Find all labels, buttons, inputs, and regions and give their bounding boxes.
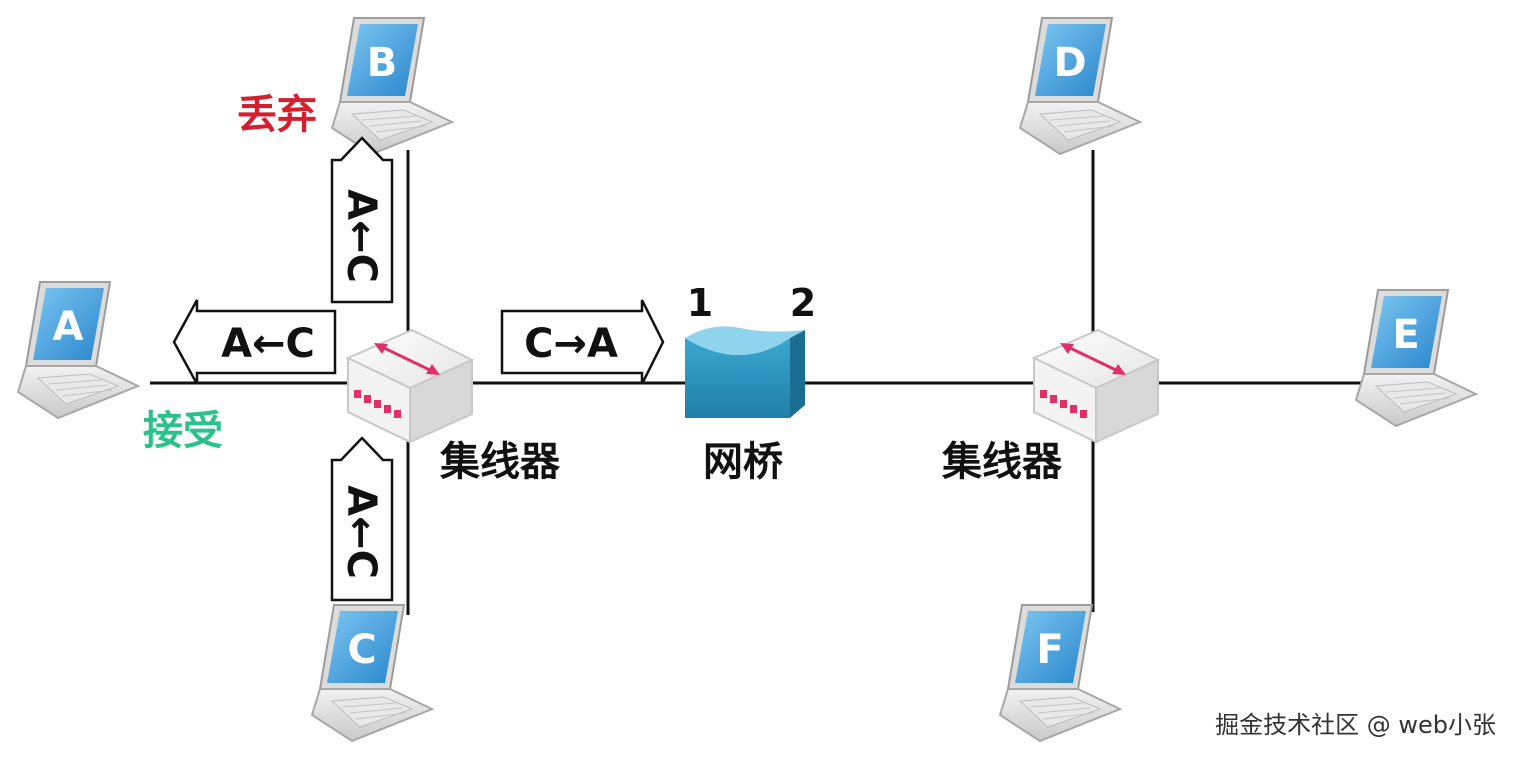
- frame-label-from-c: A←C: [338, 485, 384, 579]
- frame-arrow-from-c: A←C: [330, 436, 394, 602]
- bridge-icon: [685, 326, 805, 418]
- frame-label-to-a: A←C: [221, 321, 315, 367]
- host-label-b: B: [367, 40, 398, 86]
- frame-arrow-to-a: A←C: [172, 299, 337, 385]
- bridge-port-2: 2: [790, 281, 816, 325]
- host-label-e: E: [1392, 312, 1419, 358]
- laptop-e: E: [1355, 289, 1477, 427]
- accept-label: 接受: [143, 408, 223, 454]
- bridge-port-1: 1: [687, 281, 713, 325]
- bridge-label: 网桥: [703, 439, 783, 485]
- laptop-f: F: [999, 604, 1121, 742]
- laptop-a: A: [17, 281, 139, 419]
- laptop-c: C: [311, 604, 433, 742]
- laptop-b: B: [331, 17, 453, 155]
- frame-arrow-to-bridge: C→A: [500, 299, 665, 385]
- frame-label-to-bridge: C→A: [524, 321, 618, 367]
- host-label-a: A: [53, 304, 84, 350]
- frame-arrow-to-b: A←C: [330, 136, 394, 304]
- host-label-d: D: [1053, 40, 1086, 86]
- host-label-c: C: [347, 627, 376, 673]
- hub-right-label: 集线器: [941, 439, 1063, 485]
- frame-label-to-b: A←C: [338, 189, 384, 283]
- cables: [150, 150, 1362, 615]
- hub-left-label: 集线器: [439, 439, 561, 485]
- hub-left: [346, 328, 474, 444]
- laptop-d: D: [1019, 17, 1141, 155]
- hub-right: [1032, 328, 1160, 444]
- host-label-f: F: [1036, 627, 1063, 673]
- discard-label: 丢弃: [237, 92, 317, 138]
- watermark-text: 掘金技术社区 @ web小张: [1215, 711, 1496, 739]
